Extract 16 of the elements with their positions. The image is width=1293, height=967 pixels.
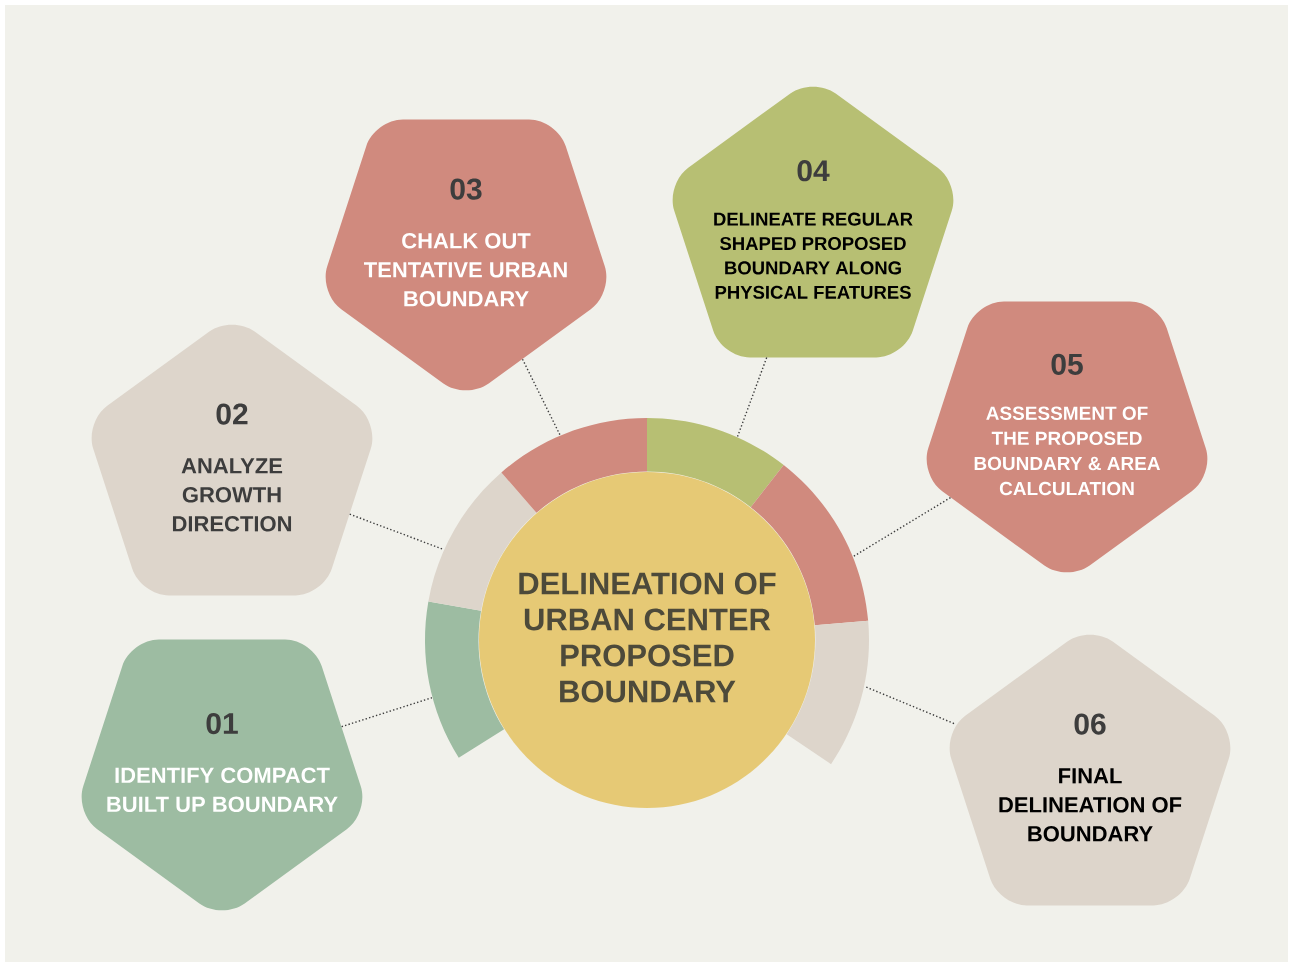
pentagon-box: 01 IDENTIFY COMPACT BUILT UP BOUNDARY	[81, 639, 363, 911]
leader-line	[736, 356, 768, 438]
ring-segment	[501, 418, 647, 513]
pentagon-box: 05 ASSESSMENT OF THE PROPOSED BOUNDARY & AREA CALCULATION	[926, 301, 1208, 573]
pentagon-box: 03 CHALK OUT TENTATIVE URBAN BOUNDARY	[325, 119, 607, 391]
leader-line	[521, 358, 561, 436]
leader-line	[864, 685, 955, 725]
ring-segment	[425, 601, 505, 758]
leader-line	[852, 496, 952, 558]
leader-line	[340, 697, 433, 728]
ring-segment	[647, 418, 784, 508]
pentagon-box: 04 DELINEATE REGULAR SHAPED PROPOSED BOUNDARY ALONG PHYSICAL FEATURES	[672, 86, 954, 358]
leader-line	[349, 513, 445, 551]
pentagon-box: 02 ANALYZE GROWTH DIRECTION	[91, 324, 373, 596]
ring-segment	[786, 620, 869, 765]
pentagon-box: 06 FINAL DELINEATION OF BOUNDARY	[949, 634, 1231, 906]
